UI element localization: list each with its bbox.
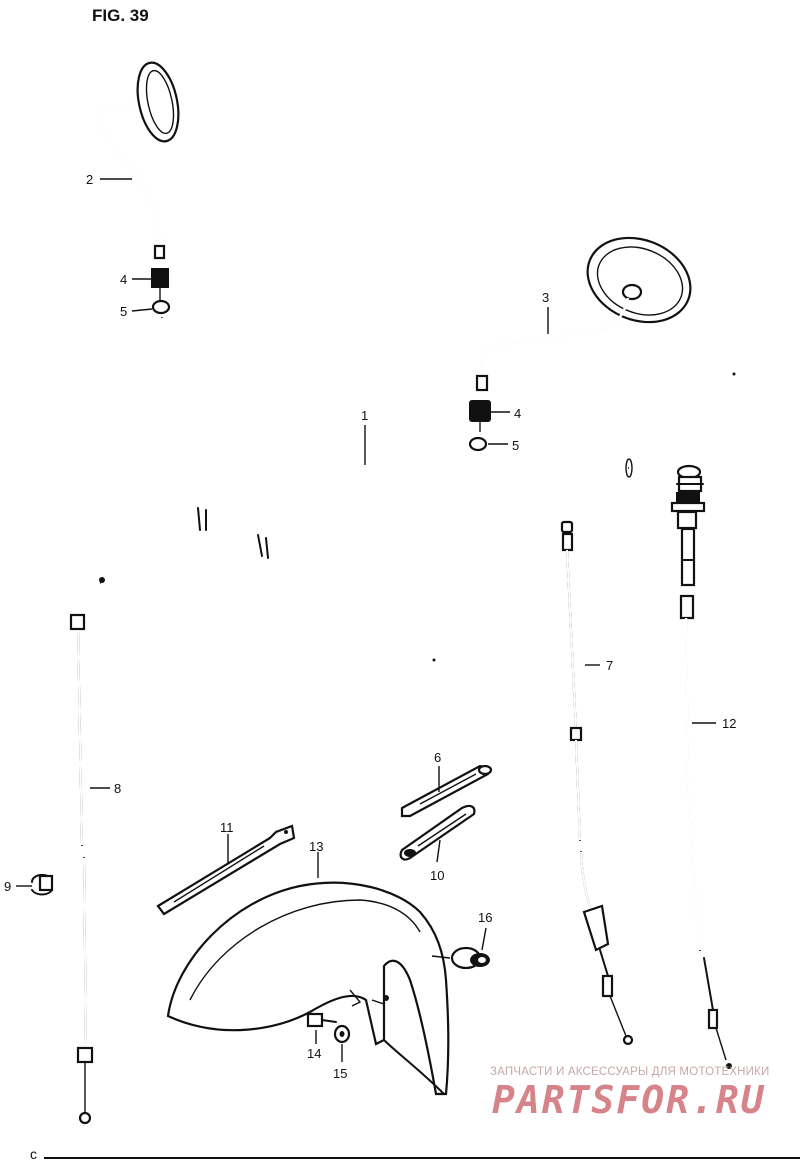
callout-4-left: 4 [120,272,127,287]
left-adjuster-nut [151,268,171,315]
callout-12: 12 [722,716,736,731]
cable-12 [670,464,732,1069]
callout-1: 1 [361,408,368,423]
callout-9: 9 [4,879,11,894]
callout-5-left: 5 [120,304,127,319]
callout-4-right: 4 [514,406,521,421]
washer-15 [333,1024,351,1044]
callout-2: 2 [86,172,93,187]
callout-labels: 2 4 5 3 4 5 1 7 12 8 9 6 10 11 13 16 14 … [4,172,736,1081]
callout-3: 3 [542,290,549,305]
cable-8 [69,577,105,1125]
strap-11 [156,824,296,916]
figure-title: FIG. 39 [92,6,149,25]
bottom-rule [44,1157,800,1159]
leader-lines [16,178,716,1062]
clip-9 [31,874,54,896]
callout-13: 13 [309,839,323,854]
callout-7: 7 [606,658,613,673]
watermark-caption: ЗАПЧАСТИ И АКСЕССУАРЫ ДЛЯ МОТОТЕХНИКИ [490,1066,770,1078]
knob-16 [431,946,490,970]
callout-11: 11 [220,820,234,835]
handlebar [155,315,633,560]
bolt-14 [306,1012,337,1028]
left-mirror [96,61,180,260]
callout-16: 16 [478,910,492,925]
callout-10: 10 [430,868,444,883]
front-fender [166,881,490,1096]
watermark-logo: PARTSFOR.RU [492,1078,766,1122]
right-mirror [475,236,692,392]
clamp-plate-6 [400,764,493,818]
right-adjuster-nut [468,400,491,452]
callout-5-right: 5 [512,438,519,453]
clamp-plate-10 [399,804,476,861]
callout-15: 15 [333,1066,347,1081]
callout-6: 6 [434,750,441,765]
footer-mark: c [30,1146,37,1162]
cable-7 [560,520,634,1046]
callout-8: 8 [114,781,121,796]
callout-14: 14 [307,1046,321,1061]
